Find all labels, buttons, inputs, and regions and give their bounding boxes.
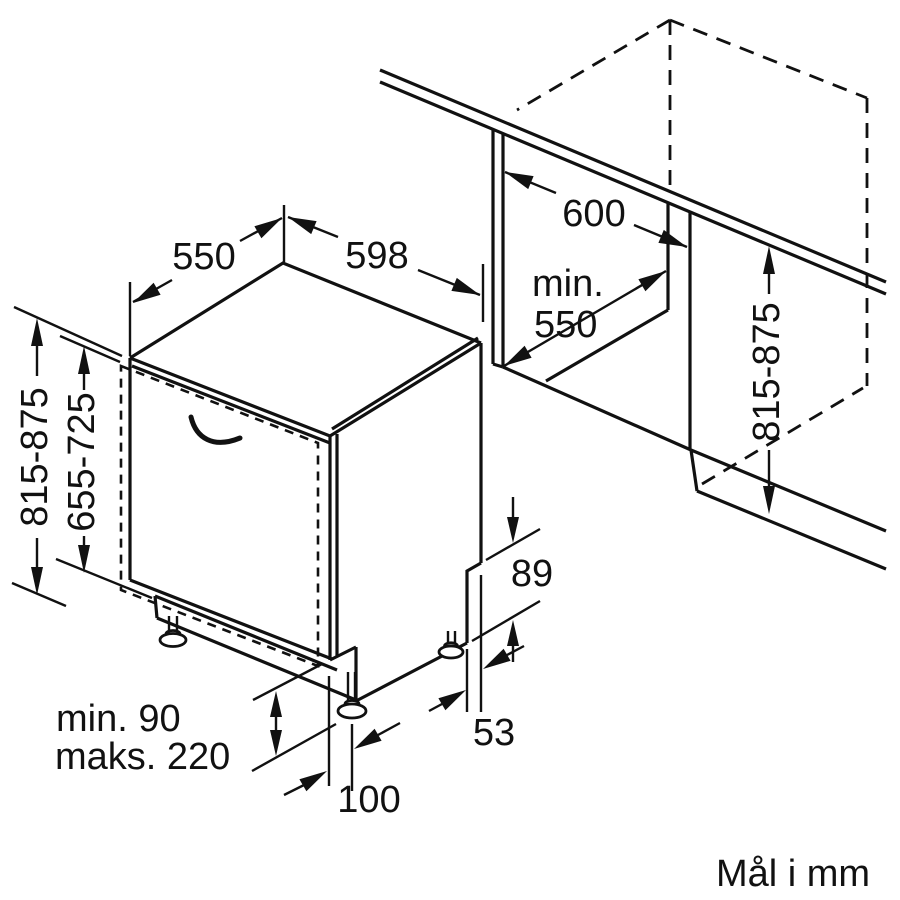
dim-550-top-depth: 550 (128, 205, 286, 356)
top-face-back-edges (129, 261, 482, 360)
dim-815-875-appliance-height: 815-875 (11, 305, 123, 608)
dim-89-recess-height: 89 (471, 497, 553, 662)
dim-min550-niche-depth: min. 550 (503, 263, 667, 368)
dim-815-875-niche-height: 815-875 (746, 246, 788, 514)
adjustable-foot-left (158, 616, 188, 648)
door-handle (188, 414, 243, 445)
dim-label-min: min. (532, 263, 604, 305)
door-top-edge (131, 364, 331, 445)
plinth (153, 594, 357, 702)
dim-label-89: 89 (511, 553, 553, 595)
dishwasher (119, 261, 483, 720)
dim-label-53: 53 (473, 712, 515, 754)
dim-plinth-height: min. 90 maks. 220 (55, 662, 337, 778)
dim-label-plinth-min: min. 90 (56, 698, 181, 740)
niche-right-wall (666, 203, 692, 450)
rear-recess-notch (465, 561, 482, 643)
dim-label-550: 550 (172, 236, 235, 278)
dim-label-plinth-max: maks. 220 (55, 736, 230, 778)
dim-label-598: 598 (345, 235, 408, 277)
dim-53-recess-depth: 53 (428, 575, 525, 754)
adjustable-foot-right (437, 631, 465, 660)
adjustable-foot-front (336, 672, 368, 720)
niche-left-wall (491, 129, 505, 369)
dim-label-100: 100 (337, 779, 400, 821)
hidden-floor-edge (701, 386, 864, 486)
dim-label-door-height: 655-725 (61, 392, 103, 531)
dim-label-niche-height: 815-875 (746, 302, 788, 441)
countertop (379, 68, 887, 296)
top-rim-inner (331, 336, 479, 431)
dim-label-min550: 550 (534, 304, 597, 346)
dim-598-top-width: 598 (287, 215, 485, 322)
niche-floor (502, 308, 692, 452)
required-space-dashed-box (516, 18, 869, 386)
door-bottom-edge (129, 578, 333, 661)
dim-label-appliance-height: 815-875 (14, 387, 56, 526)
cabinet-base (689, 386, 887, 571)
dim-label-600: 600 (562, 193, 625, 235)
dim-655-725-door-height: 655-725 (55, 334, 153, 600)
caption-units: Mål i mm (716, 853, 870, 895)
dim-100-foot-inset: 100 (283, 676, 401, 821)
dim-600-niche-width: 600 (504, 170, 688, 249)
